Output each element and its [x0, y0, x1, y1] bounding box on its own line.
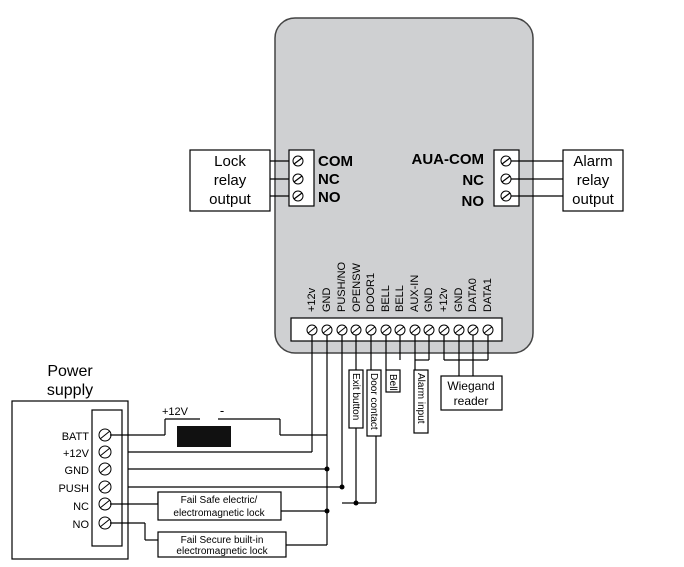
junction-dots	[324, 466, 359, 514]
power-supply-title-2: supply	[47, 382, 93, 399]
term-label-data1: DATA1	[482, 278, 494, 312]
bottom-screw-2	[321, 324, 333, 336]
ps-screw-5	[98, 497, 112, 511]
lock-relay-terminal-block	[288, 149, 315, 207]
term-label-opensw: OPENSW	[351, 262, 363, 312]
term-label-data0: DATA0	[467, 278, 479, 312]
lock-com-label: COM	[318, 153, 353, 170]
bottom-screw-6	[380, 324, 392, 336]
controller-wires	[110, 335, 489, 546]
fail-secure-line-1: Fail Secure built-in	[181, 535, 264, 546]
power-supply-screws	[98, 428, 112, 530]
fail-safe-line-1: Fail Safe electric/	[181, 495, 258, 506]
bottom-screw-1	[306, 324, 318, 336]
bottom-terminal-screws	[306, 324, 494, 336]
ps-screw-1	[98, 428, 112, 442]
ps-gnd-label: GND	[65, 465, 90, 477]
wiegand-reader-box: Wiegand reader	[440, 375, 503, 411]
fail-safe-line-2: electromagnetic lock	[173, 508, 265, 519]
door-contact-text: Door contact	[368, 373, 379, 430]
term-label-gnd-2: GND	[423, 288, 435, 313]
alarm-relay-line-3: output	[572, 191, 615, 208]
bottom-screw-12	[467, 324, 479, 336]
fail-safe-lock-box: Fail Safe electric/ electromagnetic lock	[110, 491, 282, 521]
alarm-input-text: Alarm input	[415, 373, 426, 424]
exit-button-text: Exit button	[350, 373, 361, 420]
lock-no-label: NO	[318, 189, 341, 206]
term-label-push-no: PUSH/NO	[336, 261, 348, 312]
alarm-relay-box: Alarm relay output	[562, 149, 624, 212]
fail-secure-lock-box: Fail Secure built-in electromagnetic loc…	[110, 522, 287, 558]
ps-no-label: NO	[73, 519, 90, 531]
ps-screw-3	[98, 462, 112, 476]
term-label-bell-1: BELL	[380, 285, 392, 312]
term-label-gnd-3: GND	[453, 288, 465, 313]
alarm-nc-label: NC	[462, 172, 484, 189]
power-supply-terminal-labels: BATT +12V GND PUSH NC NO	[58, 431, 89, 531]
alarm-relay-line-1: Alarm	[573, 153, 612, 170]
ps-screw-4	[98, 480, 112, 494]
lock-relay-line-2: relay	[214, 172, 247, 189]
controller-body	[274, 17, 534, 354]
bottom-screw-13	[482, 324, 494, 336]
wiegand-line-1: Wiegand	[447, 379, 494, 393]
fail-secure-line-2: electromagnetic lock	[176, 546, 268, 557]
term-label-bell-2: BELL	[394, 285, 406, 312]
term-label-12v: +12v	[306, 287, 318, 312]
ps-batt-label: BATT	[62, 431, 90, 443]
ps-screw-6	[98, 516, 112, 530]
lock-relay-box: Lock relay output	[189, 149, 271, 212]
ps-screw-2	[98, 445, 112, 459]
battery-plus-label: +12V	[162, 406, 189, 418]
term-label-12v-2: +12v	[438, 287, 450, 312]
term-label-aux-in: AUX-IN	[409, 275, 421, 312]
term-label-door1: DOOR1	[365, 273, 377, 312]
bottom-screw-7	[394, 324, 406, 336]
alarm-no-label: NO	[462, 193, 485, 210]
lock-nc-label: NC	[318, 171, 340, 188]
battery: +12V -	[110, 403, 327, 447]
lock-relay-line-1: Lock	[214, 153, 246, 170]
exit-button-label-box: Exit button	[348, 369, 364, 429]
bottom-screw-10	[438, 324, 450, 336]
term-label-gnd: GND	[321, 288, 333, 313]
lock-relay-line-3: output	[209, 191, 252, 208]
ps-push-label: PUSH	[58, 483, 89, 495]
bottom-terminal-labels: +12v GND PUSH/NO OPENSW DOOR1 BELL BELL …	[306, 261, 494, 312]
bottom-screw-8	[409, 324, 421, 336]
battery-minus-label: -	[220, 403, 224, 418]
bottom-screw-9	[423, 324, 435, 336]
bottom-screw-4	[350, 324, 362, 336]
alarm-input-label-box: Alarm input	[413, 369, 429, 434]
alarm-relay-terminal-block	[493, 149, 520, 207]
door-contact-label-box: Door contact	[366, 369, 382, 437]
alarm-relay-line-2: relay	[577, 172, 610, 189]
wiegand-line-2: reader	[454, 394, 489, 408]
bottom-screw-5	[365, 324, 377, 336]
bell-text: Bell	[387, 374, 398, 391]
power-supply-title-1: Power	[47, 363, 93, 380]
bell-label-box: Bell	[385, 369, 401, 393]
bottom-screw-11	[453, 324, 465, 336]
alarm-com-label: AUA-COM	[412, 151, 485, 168]
ps-12v-label: +12V	[63, 448, 90, 460]
bottom-screw-3	[336, 324, 348, 336]
ps-nc-label: NC	[73, 501, 89, 513]
